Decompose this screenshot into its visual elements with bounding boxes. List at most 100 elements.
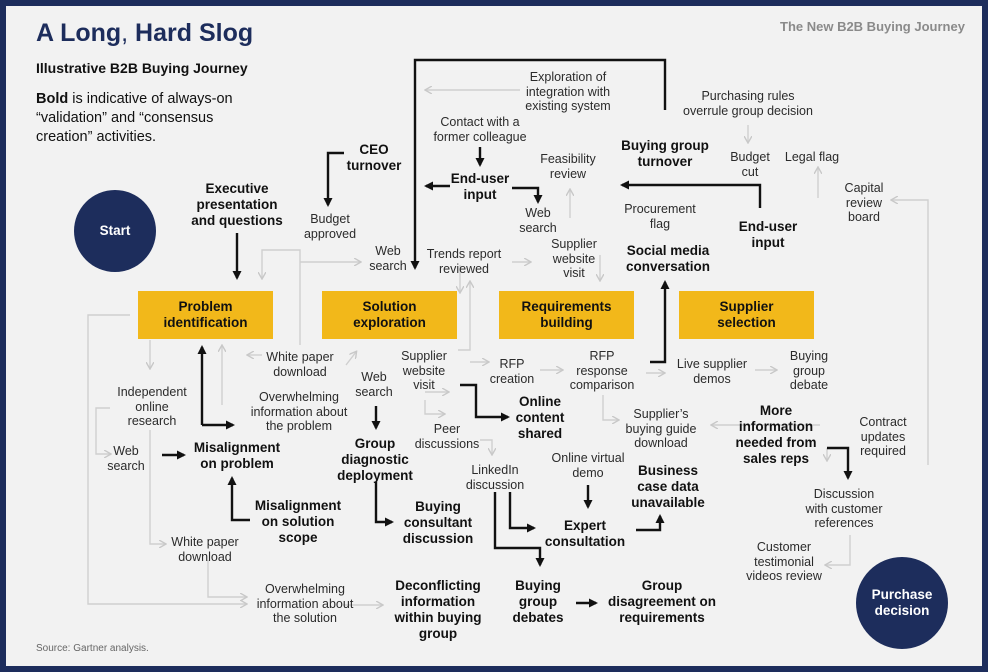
node-line: Discussion — [813, 487, 875, 501]
node-line: Supplier’s — [633, 407, 689, 421]
node-line: search — [107, 458, 145, 473]
node-line: Overwhelming — [265, 582, 345, 596]
node-line: review — [549, 166, 587, 181]
node-line: Overwhelming — [259, 390, 339, 404]
node-line: with customer — [805, 501, 883, 516]
node-line: content — [515, 410, 565, 425]
node-line: Social media — [626, 243, 710, 258]
node-line: creation — [489, 371, 535, 386]
node-line: Group — [641, 578, 683, 593]
node-line: reviewed — [438, 261, 490, 276]
node-line: comparison — [569, 378, 635, 392]
node-line: RFP — [589, 349, 615, 363]
light-connector — [602, 395, 618, 420]
node-line: diagnostic — [341, 452, 409, 467]
light-connector — [424, 400, 444, 414]
node-line: Peer — [433, 422, 461, 436]
node-line: Web — [525, 206, 551, 220]
node-line: testimonial — [754, 554, 814, 569]
node-line: debate — [789, 378, 829, 392]
bold-connector — [620, 180, 762, 208]
light-connector — [95, 407, 110, 454]
node-line: on problem — [200, 456, 274, 471]
node-line: Contact with a — [440, 115, 520, 129]
node-line: information — [400, 594, 476, 609]
node-line: information about — [250, 404, 348, 419]
node-line: White paper — [266, 350, 334, 364]
node-line: online — [135, 399, 169, 414]
node-line: Budget — [310, 212, 350, 226]
node-line: Online virtual — [551, 451, 625, 465]
bold-connector — [374, 482, 394, 527]
light-connector — [87, 314, 246, 604]
node-line: visit — [413, 378, 435, 392]
node-line: unavailable — [631, 495, 705, 510]
node-line: Exploration of — [529, 70, 607, 84]
node-line: shared — [517, 426, 563, 441]
node-line: group — [518, 594, 558, 609]
node-line: Buying — [515, 578, 561, 593]
node-line: and questions — [191, 213, 283, 228]
light-connector — [345, 352, 356, 366]
node-line: website — [552, 251, 596, 266]
light-connector — [892, 200, 929, 465]
node-line: review — [845, 195, 883, 210]
node-line: the solution — [273, 611, 337, 625]
node-line: Supplier — [551, 237, 597, 251]
node-line: Procurement — [624, 202, 696, 216]
node-line: Business — [637, 463, 699, 478]
node-line: references — [814, 516, 874, 530]
node-line: board — [848, 210, 880, 224]
node-line: visit — [563, 266, 585, 280]
bold-connector — [827, 446, 853, 480]
node-line: cut — [741, 164, 759, 179]
node-line: Misalignment — [193, 440, 281, 455]
node-line: discussion — [402, 531, 474, 546]
node-line: conversation — [625, 259, 711, 274]
node-line: Buying — [789, 349, 829, 363]
bold-connector — [410, 58, 667, 270]
node-line: updates — [860, 429, 906, 444]
node-line: download — [634, 436, 688, 450]
node-line: Budget — [730, 150, 770, 164]
bold-connector — [323, 151, 344, 207]
node-line: flag — [649, 216, 671, 231]
node-line: Web — [375, 244, 401, 258]
bold-connector — [493, 492, 545, 567]
node-line: Web — [361, 370, 387, 384]
node-line: RFP — [499, 357, 525, 371]
node-line: needed from — [735, 435, 817, 450]
node-line: group — [793, 363, 825, 378]
node-line: White paper — [171, 535, 239, 549]
node-line: search — [355, 384, 393, 399]
node-line: group — [418, 626, 458, 641]
bold-connector — [460, 383, 510, 422]
light-connector — [149, 430, 165, 544]
node-line: presentation — [196, 197, 278, 212]
node-line: buying guide — [625, 421, 697, 436]
node-line: former colleague — [433, 129, 527, 144]
page-title: A Long, Hard Slog — [36, 19, 254, 47]
